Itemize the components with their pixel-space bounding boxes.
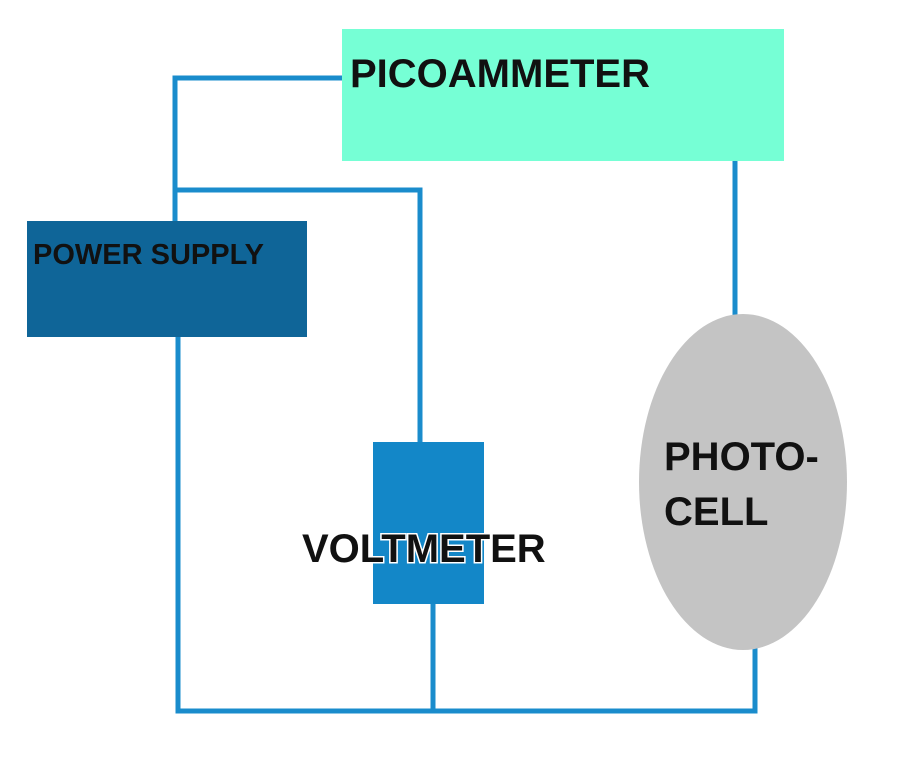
photocell-label-line1: PHOTO- [664,435,819,479]
picoammeter-label: PICOAMMETER [350,52,650,96]
photocell-label-line2: CELL [664,490,768,534]
picoammeter: PICOAMMETER [342,29,784,161]
wire-power-to-voltmeter-top [172,187,423,445]
wires [172,75,758,714]
power-supply-label: POWER SUPPLY [33,239,264,271]
photocell-ellipse [639,314,847,650]
voltmeter-label: VOLTMETER [302,527,546,571]
photocell: PHOTO- CELL [639,314,847,650]
voltmeter: VOLTMETER [301,442,547,604]
picoammeter-box [342,29,784,161]
voltmeter-box [373,442,484,604]
wire-power-to-picoammeter [172,75,345,225]
power-supply-box [27,221,307,337]
power-supply: POWER SUPPLY [27,221,307,337]
